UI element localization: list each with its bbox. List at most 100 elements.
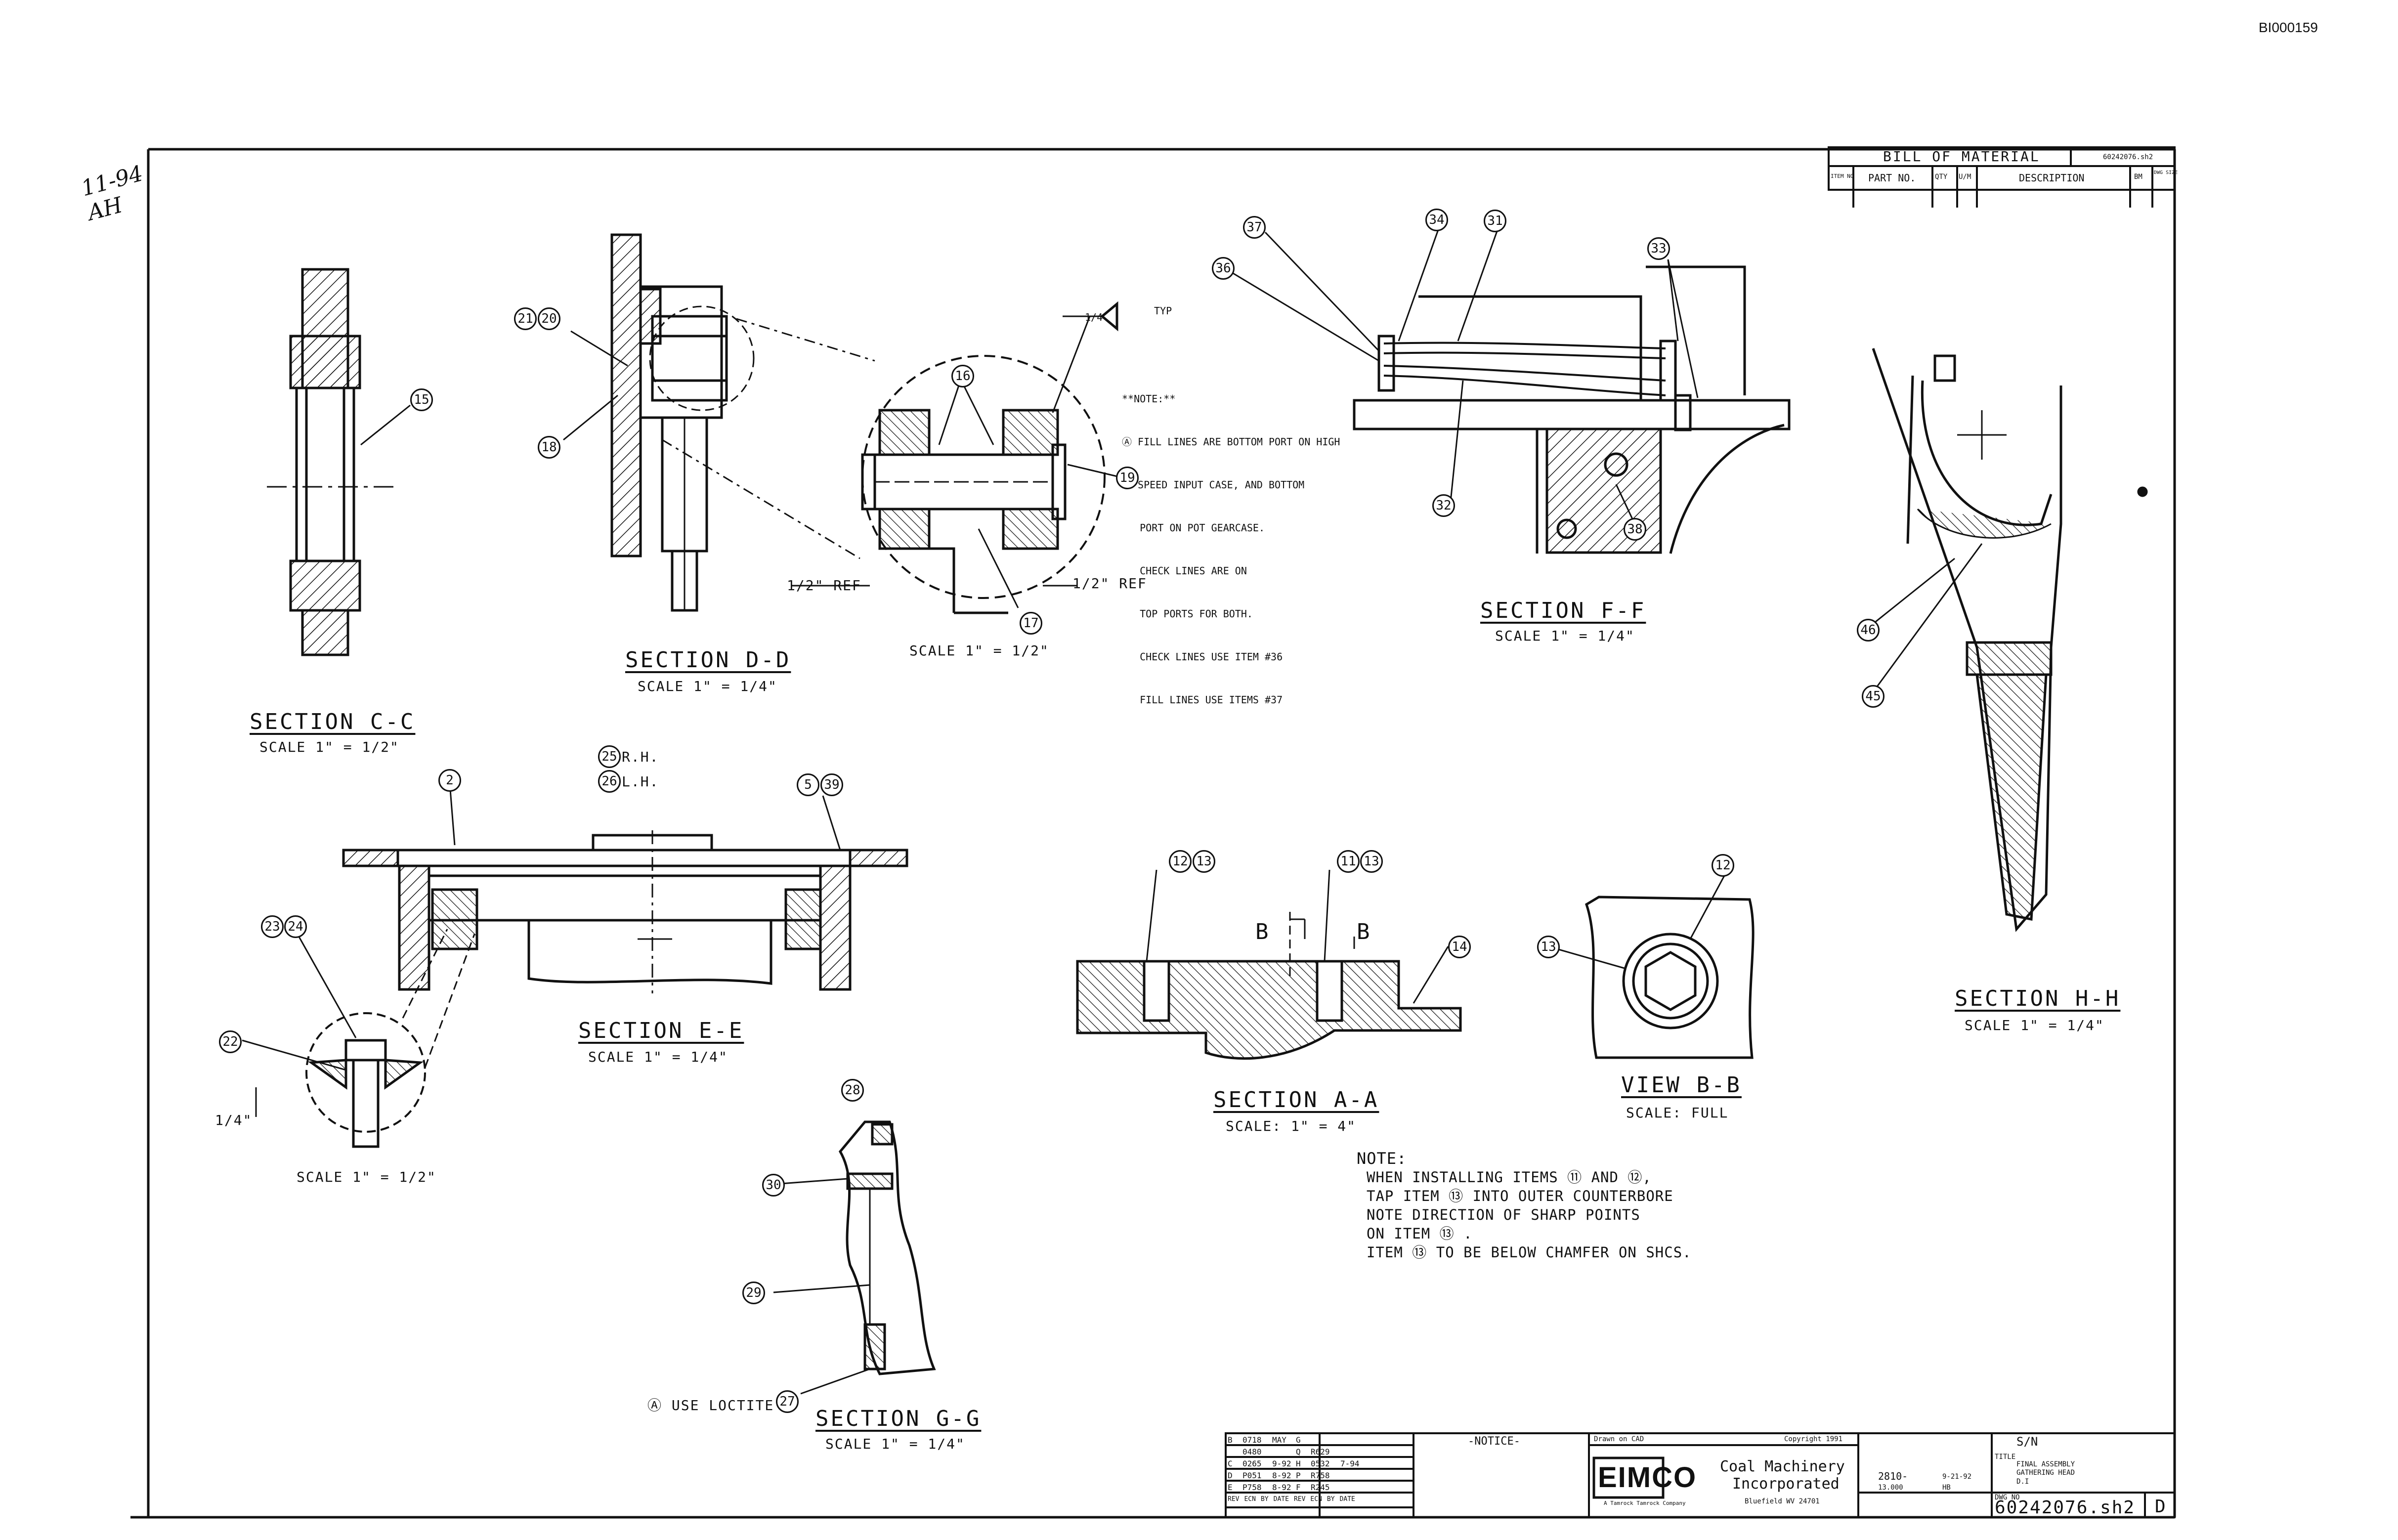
- bom-dwg-no: 60242076.sh2: [2103, 153, 2153, 161]
- ref-3: 13.000: [1878, 1484, 1903, 1492]
- rev-footer-6: BY: [1327, 1496, 1335, 1503]
- callout-39: 39: [820, 773, 843, 796]
- rev-footer-1: ECN: [1244, 1496, 1256, 1503]
- callout-21: 21: [514, 307, 537, 330]
- rev-letter: C: [1228, 1459, 1233, 1468]
- section-aa-scale: SCALE: 1" = 4": [1226, 1118, 1357, 1134]
- callout-23: 23: [261, 915, 284, 938]
- callout-32: 32: [1432, 494, 1455, 517]
- callout-15: 15: [410, 388, 433, 411]
- section-ee-drawing: [242, 783, 908, 1148]
- rev-letter: [1228, 1446, 1239, 1458]
- rev-ecn-2: R245: [1311, 1483, 1330, 1492]
- callout-18: 18: [538, 436, 560, 459]
- section-gg-scale: SCALE 1" = 1/4": [825, 1436, 965, 1452]
- weld-typ: TYP: [1154, 305, 1172, 317]
- rev-footer-5: ECN: [1310, 1496, 1322, 1503]
- callout-27: 27: [776, 1390, 799, 1413]
- rev-letter-2: F: [1296, 1483, 1301, 1492]
- rev-footer-0: REV: [1228, 1496, 1240, 1503]
- main-note-line-1: TAP ITEM ⑬ INTO OUTER COUNTERBORE: [1367, 1188, 1673, 1204]
- callout-12-aa: 12: [1169, 850, 1192, 873]
- detail-dd-scale: SCALE 1" = 1/2": [909, 642, 1049, 659]
- drawing-frame: [130, 148, 2176, 1519]
- detail-dd-ref-left: 1/2" REF: [787, 577, 861, 594]
- callout-13-aa: 13: [1193, 850, 1215, 873]
- note-ff-line-3: PORT ON POT GEARCASE.: [1122, 522, 1265, 534]
- rev-ecn-2: 0532: [1311, 1459, 1330, 1468]
- section-aa-title: SECTION A-A: [1213, 1087, 1379, 1112]
- callout-19: 19: [1116, 467, 1139, 489]
- section-hh-drawing: [1868, 348, 2148, 932]
- revision-table: B 0718 MAY G 0480 Q R629 C 0265 9-92 H 0…: [1228, 1434, 1360, 1505]
- bom-col-bm: BM: [2134, 173, 2142, 181]
- section-aa-drawing: [1076, 869, 1462, 1060]
- bom-col-size: DWG SIZE: [2154, 170, 2178, 175]
- note-ff-line-5: TOP PORTS FOR BOTH.: [1122, 608, 1253, 620]
- section-cc-drawing: [267, 268, 411, 656]
- company-city: Bluefield WV 24701: [1745, 1497, 1820, 1505]
- detail-dd-ref-right: 1/2" REF: [1072, 575, 1147, 592]
- bom-col-um: U/M: [1959, 173, 1971, 181]
- company-logo: EIMCO: [1598, 1461, 1697, 1494]
- bom-col-item: ITEM NO: [1831, 173, 1854, 179]
- revision-row-0: B 0718 MAY G: [1228, 1434, 1360, 1446]
- bom-col-desc: DESCRIPTION: [2019, 172, 2085, 184]
- title-line-3: D.I: [2016, 1478, 2029, 1486]
- dwg-number: 60242076.sh2: [1995, 1497, 2136, 1518]
- rev-letter-2: P: [1296, 1471, 1301, 1480]
- section-dd-scale: SCALE 1" = 1/4": [638, 678, 777, 694]
- callout-30: 30: [762, 1174, 785, 1197]
- callout-25-suffix: R.H.: [622, 749, 659, 765]
- callout-31: 31: [1484, 210, 1506, 232]
- note-ff: **NOTE:** Ⓐ FILL LINES ARE BOTTOM PORT O…: [1122, 363, 1340, 722]
- callout-16: 16: [951, 365, 974, 387]
- revision-row-2: C 0265 9-92 H 0532 7-94: [1228, 1458, 1360, 1470]
- document-id: BI000159: [2259, 20, 2318, 35]
- rev-ecn: P051: [1242, 1471, 1262, 1480]
- title-line-1: FINAL ASSEMBLY: [2016, 1460, 2075, 1468]
- rev-letter-2: H: [1296, 1459, 1301, 1468]
- main-note-line-4: ITEM ⑬ TO BE BELOW CHAMFER ON SHCS.: [1367, 1244, 1692, 1261]
- ref-2: 9-21-92: [1942, 1473, 1972, 1481]
- rev-date-2: 7-94: [1340, 1459, 1360, 1468]
- title-line-2: GATHERING HEAD: [2016, 1469, 2075, 1477]
- rev-ecn-2: R758: [1311, 1471, 1330, 1480]
- section-cc-scale: SCALE 1" = 1/2": [259, 739, 399, 755]
- section-ff-scale: SCALE 1" = 1/4": [1495, 628, 1635, 644]
- view-marker-b-left: B: [1255, 919, 1271, 944]
- ref-4: HB: [1942, 1484, 1951, 1492]
- detail-dd-drawing: [791, 301, 1120, 614]
- rev-footer-7: DATE: [1339, 1496, 1355, 1503]
- main-note-line-3: ON ITEM ⑬ .: [1367, 1225, 1473, 1242]
- callout-28: 28: [841, 1079, 864, 1102]
- main-note-line-2: NOTE DIRECTION OF SHARP POINTS: [1367, 1206, 1640, 1223]
- drawn-on-cad: Drawn on CAD: [1594, 1435, 1644, 1443]
- section-dd-drawing: [563, 233, 875, 612]
- callout-37: 37: [1243, 216, 1266, 239]
- section-hh-title: SECTION H-H: [1955, 986, 2121, 1011]
- view-bb-drawing: [1556, 874, 1755, 1059]
- callout-46: 46: [1857, 619, 1880, 642]
- rev-ecn: 0265: [1242, 1459, 1262, 1468]
- rev-date: 8-92: [1272, 1483, 1291, 1492]
- dwg-label: DWG NO: [1995, 1494, 2020, 1501]
- callout-34: 34: [1425, 209, 1448, 231]
- callout-5: 5: [797, 773, 819, 796]
- notice-title: -NOTICE-: [1468, 1435, 1520, 1448]
- weld-size: 1/4: [1085, 311, 1103, 323]
- main-note-title: NOTE:: [1357, 1149, 1407, 1168]
- callout-14: 14: [1448, 936, 1471, 958]
- rev-by: MAY: [1272, 1435, 1286, 1445]
- callout-26-suffix: L.H.: [622, 773, 659, 790]
- callout-38: 38: [1624, 518, 1646, 541]
- callout-22: 22: [219, 1030, 242, 1053]
- section-ee-scale: SCALE 1" = 1/4": [588, 1049, 728, 1065]
- callout-26: 26: [598, 770, 621, 793]
- section-gg-drawing: [773, 1120, 936, 1395]
- note-ff-line-2: Ⓑ SPEED INPUT CASE, AND BOTTOM: [1122, 479, 1305, 491]
- rev-ecn: 0718: [1242, 1435, 1262, 1445]
- rev-ecn: 0480: [1242, 1447, 1262, 1456]
- bom-col-part: PART NO.: [1868, 172, 1916, 184]
